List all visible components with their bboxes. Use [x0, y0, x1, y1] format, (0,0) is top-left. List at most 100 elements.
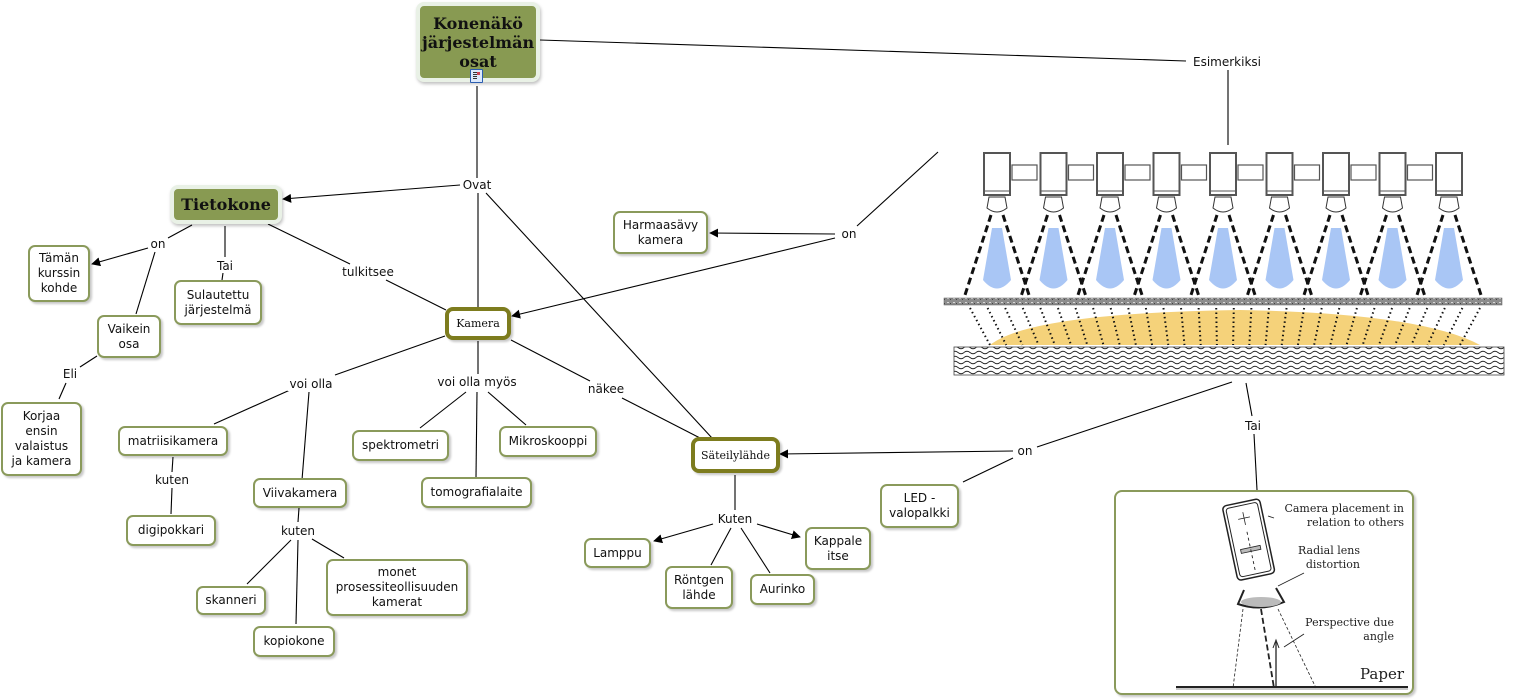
concept-kopiokone[interactable]: kopiokone — [253, 626, 335, 657]
camera-unit — [1133, 152, 1208, 296]
link-myos-tomo — [475, 391, 478, 478]
concept-viivakamera[interactable]: Viivakamera — [253, 478, 347, 508]
link-matriisi-kuten — [171, 456, 174, 473]
link-on-vaikein — [135, 251, 156, 315]
camera-geometry-drawing — [1176, 498, 1408, 690]
concept-harmaasavy-kamera[interactable]: Harmaasävy kamera — [613, 211, 708, 254]
link-label-esimerkiksi: Esimerkiksi — [1191, 55, 1263, 69]
camera-unit — [1189, 152, 1264, 296]
concept-vaikein-osa[interactable]: Vaikein osa — [97, 315, 161, 358]
link-on-harmaa — [709, 228, 836, 238]
link-voiolla-matriisi — [213, 389, 291, 425]
light-cone — [983, 228, 1011, 289]
link-kuten-skanneri — [246, 539, 292, 585]
concept-rontgen-lahde[interactable]: Röntgen lähde — [665, 566, 733, 609]
link-on-taman — [91, 247, 149, 267]
link-label-ovat: Ovat — [460, 178, 494, 192]
link-label-eli: Eli — [60, 367, 80, 381]
light-ray — [1232, 307, 1235, 346]
document-icon[interactable] — [470, 69, 483, 83]
light-cone — [1265, 228, 1294, 289]
light-ray — [1313, 307, 1323, 346]
annotation-paper: Paper — [1359, 665, 1404, 683]
concept-kappale-itse[interactable]: Kappale itse — [805, 527, 871, 570]
link-myos-mikro — [487, 391, 527, 426]
link-label-nakee: näkee — [585, 382, 627, 396]
concept-mikroskooppi[interactable]: Mikroskooppi — [499, 426, 597, 457]
conveyor-belt — [953, 346, 1505, 376]
link-kamera-nakee — [510, 339, 591, 382]
light-ray — [1109, 307, 1121, 346]
light-ray — [1127, 307, 1137, 346]
concept-spektrometri[interactable]: spektrometri — [352, 430, 449, 461]
link-voiolla-viiva — [301, 391, 310, 481]
light-cone — [1039, 228, 1068, 289]
concept-sulautettu-jarjestelma[interactable]: Sulautettu järjestelmä — [174, 280, 262, 325]
link-kuten-kappale — [756, 523, 801, 539]
camera-array-illustration[interactable] — [940, 145, 1515, 380]
link-nakee-sateily — [621, 397, 701, 439]
light-ray — [1264, 307, 1270, 346]
light-ray — [1329, 307, 1341, 346]
concept-tietokone[interactable]: Tietokone — [170, 185, 282, 224]
light-cone — [1435, 228, 1463, 289]
light-cone — [1322, 228, 1350, 289]
link-kuten-rontgen — [710, 527, 732, 566]
link-label-kuten-sateily: Kuten — [715, 512, 755, 526]
concept-kamera[interactable]: Kamera — [445, 307, 511, 340]
link-illus-on2 — [1036, 381, 1233, 448]
concept-aurinko[interactable]: Aurinko — [750, 574, 815, 605]
link-tai-illus2 — [1253, 433, 1258, 491]
link-myos-spektro — [419, 391, 467, 429]
light-ray — [1056, 307, 1072, 346]
link-kuten-monet — [311, 538, 345, 559]
link-ovat-sateily — [485, 192, 713, 439]
light-rays — [969, 307, 1481, 346]
link-kamera-voiolla — [334, 335, 446, 376]
concept-monet-kamerat[interactable]: monet prosessiteollisuuden kamerat — [326, 559, 468, 616]
link-tai-sulautettu — [221, 272, 224, 281]
concept-skanneri[interactable]: skanneri — [196, 586, 266, 615]
link-label-kuten-viiva: kuten — [279, 524, 317, 538]
light-ray — [969, 307, 991, 346]
light-cone — [1152, 228, 1181, 289]
camera-unit — [1020, 152, 1095, 296]
link-kuten-lamppu — [653, 523, 714, 544]
link-tulkitsee-kamera — [385, 279, 447, 311]
camera-geometry-illustration[interactable]: Camera placement in relation to others R… — [1114, 490, 1414, 695]
concept-led-valopalkki[interactable]: LED - valopalkki — [880, 484, 959, 528]
link-on-led — [962, 457, 1014, 483]
light-ray — [1345, 307, 1358, 346]
concept-tomografialaite[interactable]: tomografialaite — [421, 477, 532, 508]
link-label-on-led: on — [1015, 444, 1035, 458]
link-kuten-kopio — [295, 539, 299, 625]
concept-matriisikamera[interactable]: matriisikamera — [118, 426, 228, 456]
link-tietokone-tulkitsee — [267, 223, 351, 265]
link-label-voi-olla-myos: voi olla myös — [435, 375, 519, 389]
link-label-on: on — [148, 237, 168, 251]
light-ray — [1162, 307, 1170, 346]
light-ray — [1296, 307, 1306, 346]
concept-lamppu[interactable]: Lamppu — [584, 538, 651, 568]
link-tietokone-on — [167, 224, 193, 239]
light-ray — [1361, 307, 1376, 346]
link-vaikein-eli — [79, 355, 98, 368]
link-label-tai-illus: Tai — [1242, 419, 1264, 433]
yellow-illuminated-area — [990, 310, 1480, 345]
concept-sateilylahde[interactable]: Säteilylähde — [691, 437, 780, 473]
light-ray — [1144, 307, 1154, 346]
concept-korjaa[interactable]: Korjaa ensin valaistus ja kamera — [1, 402, 82, 476]
light-ray — [1092, 307, 1105, 346]
light-ray — [1248, 307, 1253, 346]
link-label-on-harmaa: on — [839, 227, 859, 241]
light-ray — [1280, 307, 1288, 346]
camera-unit — [963, 152, 1038, 296]
link-label-tulkitsee: tulkitsee — [340, 265, 396, 279]
link-illus-tai — [1245, 382, 1253, 417]
concept-digipokkari[interactable]: digipokkari — [126, 515, 216, 546]
camera-unit — [1246, 152, 1321, 296]
annotation-perspective: Perspective due angle — [1305, 616, 1394, 643]
concept-taman-kurssin-kohde[interactable]: Tämän kurssin kohde — [28, 245, 90, 302]
light-ray — [1074, 307, 1089, 346]
